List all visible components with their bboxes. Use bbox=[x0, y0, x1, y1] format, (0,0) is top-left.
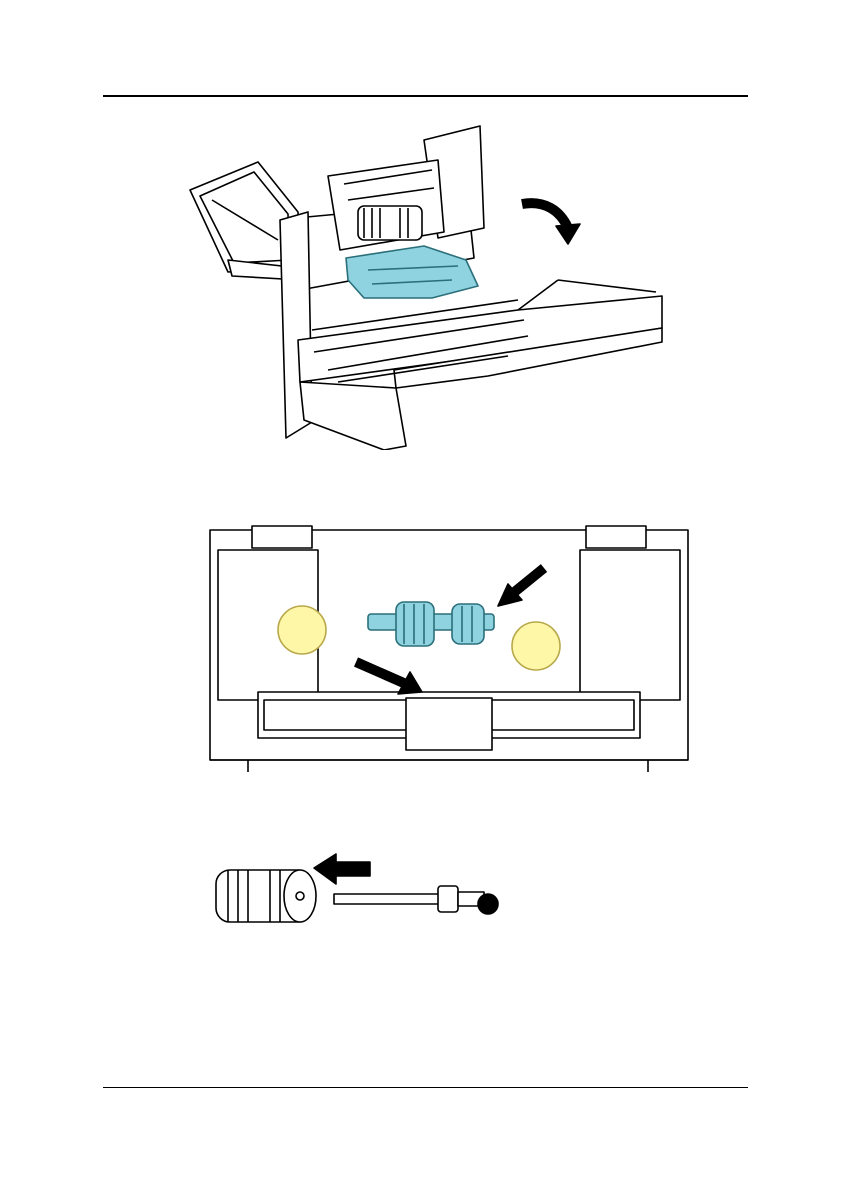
roller-shaft-figure bbox=[210, 848, 510, 948]
roller-tire bbox=[216, 870, 316, 922]
roller-shaft bbox=[334, 886, 498, 914]
adf-frame bbox=[210, 526, 688, 772]
right-marker-circle bbox=[512, 622, 560, 670]
scanner-body bbox=[280, 202, 662, 450]
header-rule bbox=[103, 95, 748, 97]
footer-rule bbox=[103, 1087, 748, 1088]
rotate-down-arrow bbox=[522, 203, 580, 244]
roller-assembly-figure bbox=[208, 522, 690, 778]
left-arrow bbox=[314, 854, 370, 884]
left-marker-circle bbox=[278, 606, 326, 654]
scanner-adf-open-figure bbox=[188, 120, 666, 450]
roller-area bbox=[358, 206, 422, 240]
